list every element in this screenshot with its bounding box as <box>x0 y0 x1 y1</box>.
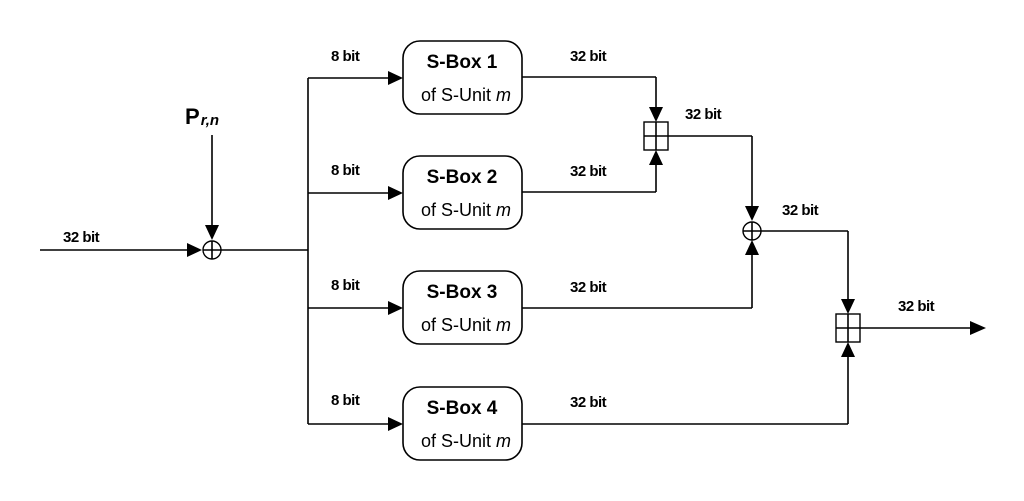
sbox-1-input-label: 8 bit <box>331 48 360 65</box>
svg-text:Pr,n: Pr,n <box>185 104 219 129</box>
sbox-4-input-label: 8 bit <box>331 392 360 409</box>
sbox-3-title: S-Box 3 <box>427 282 498 303</box>
sbox-1-output-label: 32 bit <box>570 48 607 65</box>
sbox-3-input-label: 8 bit <box>331 277 360 294</box>
xor-operator-2 <box>742 221 762 241</box>
sbox-4-title: S-Box 4 <box>427 398 498 419</box>
add-1-output-wire <box>668 135 759 221</box>
sbox-4-output-wire <box>522 342 855 425</box>
sbox-4-input-wire <box>308 417 403 431</box>
sbox-2-output-wire <box>522 150 663 193</box>
sbox-2-input-label: 8 bit <box>331 162 360 179</box>
add-operator-3 <box>835 313 861 343</box>
key-xor-operator <box>202 240 222 260</box>
sbox-1: S-Box 1 of S-Unit m <box>402 40 523 115</box>
add-1-output-label: 32 bit <box>685 106 722 123</box>
sbox-4-output-label: 32 bit <box>570 394 607 411</box>
output-wire <box>860 321 986 335</box>
input-width-label: 32 bit <box>63 229 100 246</box>
input-wire <box>40 243 202 257</box>
sbox-2-input-wire <box>308 186 403 200</box>
sbox-4: S-Box 4 of S-Unit m <box>402 386 523 461</box>
sbox-2: S-Box 2 of S-Unit m <box>402 155 523 230</box>
xor-2-output-label: 32 bit <box>782 202 819 219</box>
round-key-label: Pr,n <box>185 104 219 129</box>
sbox-1-output-wire <box>522 76 663 122</box>
sbox-1-subtitle: of S-Unit m <box>421 85 511 105</box>
sbox-1-title: S-Box 1 <box>427 52 498 73</box>
add-operator-1 <box>643 121 669 151</box>
output-width-label: 32 bit <box>898 298 935 315</box>
round-key-wire <box>205 135 219 240</box>
sbox-2-title: S-Box 2 <box>427 167 498 188</box>
sbox-2-output-label: 32 bit <box>570 163 607 180</box>
sbox-4-subtitle: of S-Unit m <box>421 431 511 451</box>
sbox-3-output-label: 32 bit <box>570 279 607 296</box>
sbox-3: S-Box 3 of S-Unit m <box>402 270 523 345</box>
sbox-3-input-wire <box>308 301 403 315</box>
round-key-symbol: P <box>185 104 200 129</box>
xor-2-output-wire <box>761 230 855 314</box>
sbox-1-input-wire <box>308 71 403 85</box>
sbox-3-subtitle: of S-Unit m <box>421 315 511 335</box>
sbox-3-output-wire <box>522 240 759 309</box>
round-key-subscript: r,n <box>201 112 219 129</box>
split-wire <box>221 78 309 424</box>
sbox-2-subtitle: of S-Unit m <box>421 200 511 220</box>
